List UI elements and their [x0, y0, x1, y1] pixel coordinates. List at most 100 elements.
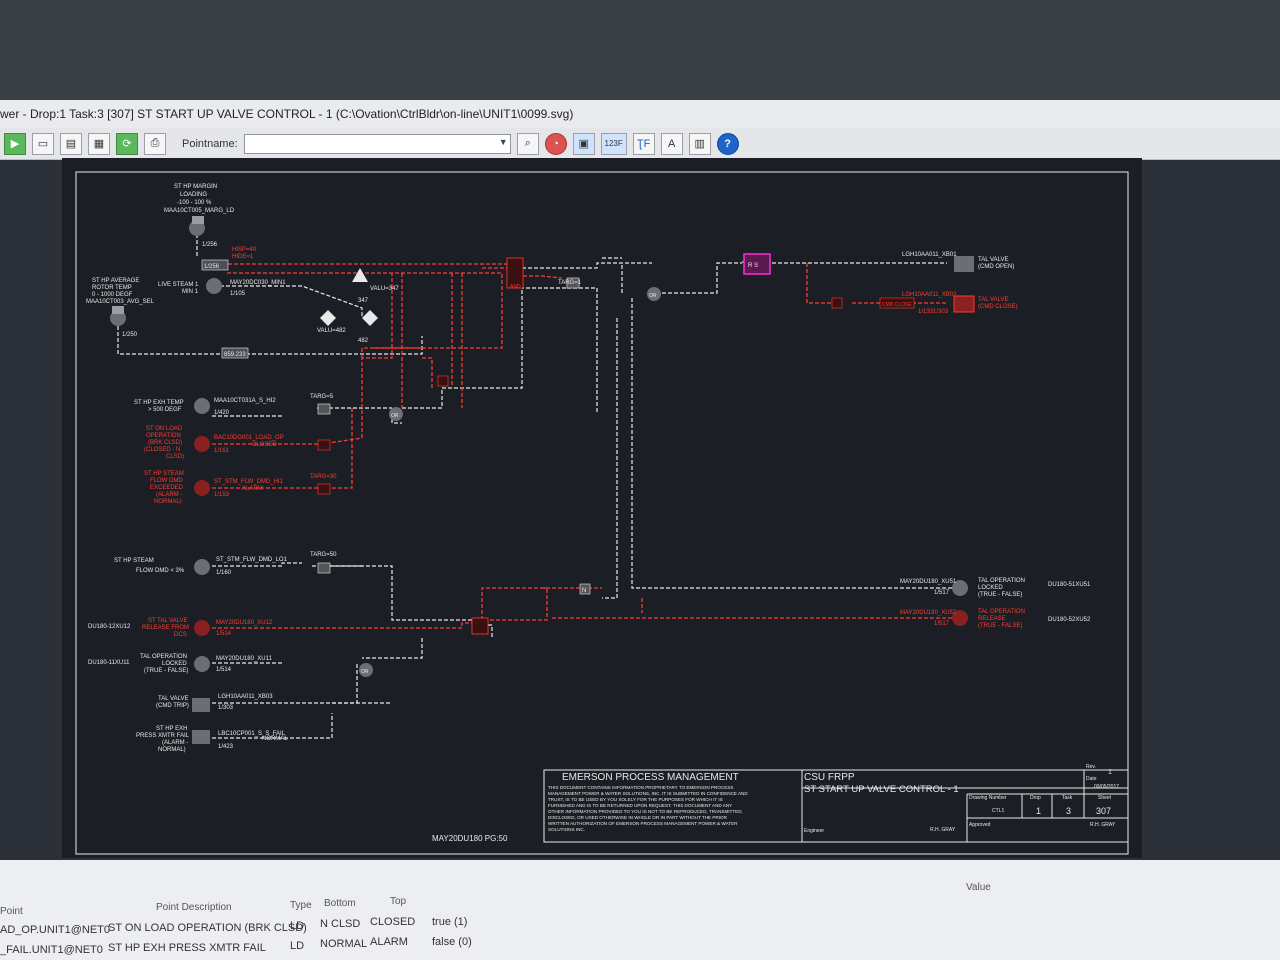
margin-value-box[interactable]	[201, 259, 229, 271]
cmd-close-state-box[interactable]	[879, 297, 915, 309]
notice-line-2: MANAGEMENT POWER & WATER SOLUTIONS, INC.…	[548, 791, 748, 796]
cmd-close-output-icon[interactable]	[953, 295, 975, 313]
or-gate-2[interactable]	[389, 407, 403, 421]
margin-loading-block: 1/256	[202, 242, 218, 248]
monitor-bezel	[0, 0, 1280, 100]
flow-lo-block: 1/160	[216, 570, 232, 576]
notice-line-7: WRITTEN AUTHORIZATION OF EMERSON PROCESS…	[548, 821, 738, 826]
grid-header-top[interactable]: Top	[390, 896, 407, 907]
grid-header-point[interactable]: Point	[0, 906, 23, 917]
targ-50: TARG=50	[310, 552, 337, 558]
rs-block-2[interactable]	[471, 617, 489, 635]
notes-icon[interactable]: ▥	[688, 132, 711, 155]
avg-rotor-block: 1/250	[122, 332, 138, 338]
op-locked-label-2: LOCKED	[162, 661, 187, 667]
comparator-2[interactable]	[317, 439, 331, 451]
flow-dmd-input-icon[interactable]	[194, 480, 210, 496]
exh-temp-block: 1/420	[214, 410, 230, 416]
value-box[interactable]	[221, 347, 249, 359]
or-gate-3[interactable]	[359, 663, 373, 677]
targ-5: TARG=5	[310, 394, 334, 400]
company-name: EMERSON PROCESS MANAGEMENT	[562, 772, 739, 783]
point-search-icon[interactable]: ⌕	[516, 132, 539, 155]
run-icon[interactable]: ▶	[4, 132, 26, 155]
cmd-trip-input-icon[interactable]	[192, 698, 210, 712]
valve-release-input-icon[interactable]	[194, 620, 210, 636]
trend-icon[interactable]: ◔	[544, 132, 567, 155]
live-steam-label-2: MIN 1	[182, 289, 199, 295]
live-steam-block: 1/105	[230, 291, 246, 297]
not-gate-2[interactable]	[437, 375, 449, 387]
or-gate-1[interactable]	[647, 287, 661, 301]
flow-dmd-label-5: NORMAL)	[154, 499, 182, 505]
high-select-icon	[352, 268, 368, 282]
locked-output-block: 1/517	[934, 590, 950, 596]
grid-header-description[interactable]: Point Description	[156, 902, 232, 913]
font-size-icon[interactable]: A	[660, 132, 683, 155]
n482: 482	[358, 338, 369, 344]
folder-icon[interactable]: ▦	[88, 132, 110, 155]
xmtr-fail-input-icon[interactable]	[192, 730, 210, 744]
row-1-bottom: N CLSD	[320, 918, 361, 930]
on-load-block: 1/161	[214, 448, 230, 454]
margin-loading-label-3: -100 - 100 %	[177, 200, 212, 206]
release-output-icon[interactable]	[952, 610, 968, 626]
on-load-tag: BAC10DG001_LOAD_OP	[214, 435, 284, 441]
targ-30: TARG=30	[310, 474, 337, 480]
drop-label: Drop	[1030, 795, 1041, 801]
notice-line-1: THIS DOCUMENT CONTAINS INFORMATION PROPR…	[548, 785, 733, 790]
grid-header-type[interactable]: Type	[290, 900, 312, 911]
on-load-label-5: CLSD)	[166, 454, 184, 460]
not-gate-1[interactable]	[831, 297, 843, 309]
flow-dmd-label-1: ST HP STEAM	[144, 471, 184, 477]
flow-dmd-tag: ST_STM_FLW_DMD_HI1	[214, 479, 284, 485]
book-icon[interactable]: ▤	[60, 132, 82, 155]
monitor-icon[interactable]: ▣	[572, 132, 595, 155]
margin-loading-label-2: LOADING	[180, 192, 207, 198]
op-locked-tag: MAY20DU180_XU11	[216, 656, 272, 662]
help-button[interactable]: ?	[716, 132, 739, 155]
op-locked-input-icon[interactable]	[194, 656, 210, 672]
flow-dmd-label-4: (ALARM -	[156, 492, 182, 498]
and-gate[interactable]	[506, 257, 524, 289]
margin-loading-tag-icon	[192, 216, 204, 224]
sheet-label: Sheet	[1098, 795, 1112, 801]
project-name: CSU FRPP	[804, 772, 855, 783]
locked-output-icon[interactable]	[952, 580, 968, 596]
valu-482: VALU=482	[317, 328, 346, 334]
format-123f-button[interactable]: 123F	[600, 132, 627, 155]
chevron-down-icon[interactable]: ▼	[498, 136, 508, 147]
comparator-3[interactable]	[317, 483, 331, 495]
engineer-name: R.H. GRAY	[930, 827, 956, 833]
print-icon[interactable]: ⎙	[144, 132, 166, 155]
cmd-open-output-icon[interactable]	[954, 256, 974, 272]
valve-release-label-2: RELEASE FROM	[142, 625, 189, 631]
row-1-top: CLOSED	[370, 916, 416, 928]
live-steam-input-icon[interactable]	[206, 278, 222, 294]
drawing-title: ST START UP VALVE CONTROL - 1	[804, 784, 959, 795]
comparator-4[interactable]	[317, 562, 331, 574]
exh-temp-input-icon[interactable]	[194, 398, 210, 414]
flow-dmd-block: 1/153	[214, 492, 230, 498]
window-icon[interactable]: ▭	[32, 132, 54, 155]
on-load-input-icon[interactable]	[194, 436, 210, 452]
xmtr-fail-label-1: ST HP EXH	[156, 726, 187, 732]
n347: 347	[358, 298, 369, 304]
row-2-value: false (0)	[432, 936, 472, 948]
flow-lo-input-icon[interactable]	[194, 559, 210, 575]
not-gate-3[interactable]	[579, 583, 591, 595]
notice-line-3: TRUST, IS TO BE USED BY YOU SOLELY FOR T…	[548, 797, 723, 802]
pointname-input[interactable]: ▼	[243, 133, 511, 154]
comparator-1[interactable]	[317, 403, 331, 415]
xmtr-fail-block: 1/423	[218, 744, 234, 750]
refresh-icon[interactable]: ⟳	[116, 132, 138, 155]
tf-icon[interactable]: ƮF	[632, 132, 655, 155]
row-1-type: LD	[290, 920, 305, 932]
rs-flipflop[interactable]	[743, 253, 771, 275]
grid-header-bottom[interactable]: Bottom	[324, 898, 356, 909]
grid-header-value[interactable]: Value	[966, 882, 991, 893]
exh-temp-label-1: ST HP EXH TEMP	[134, 400, 184, 406]
timer-block[interactable]	[566, 277, 580, 289]
valve-release-block: 1/514	[216, 631, 232, 637]
title-block: EMERSON PROCESS MANAGEMENT THIS DOCUMENT…	[543, 764, 1129, 843]
